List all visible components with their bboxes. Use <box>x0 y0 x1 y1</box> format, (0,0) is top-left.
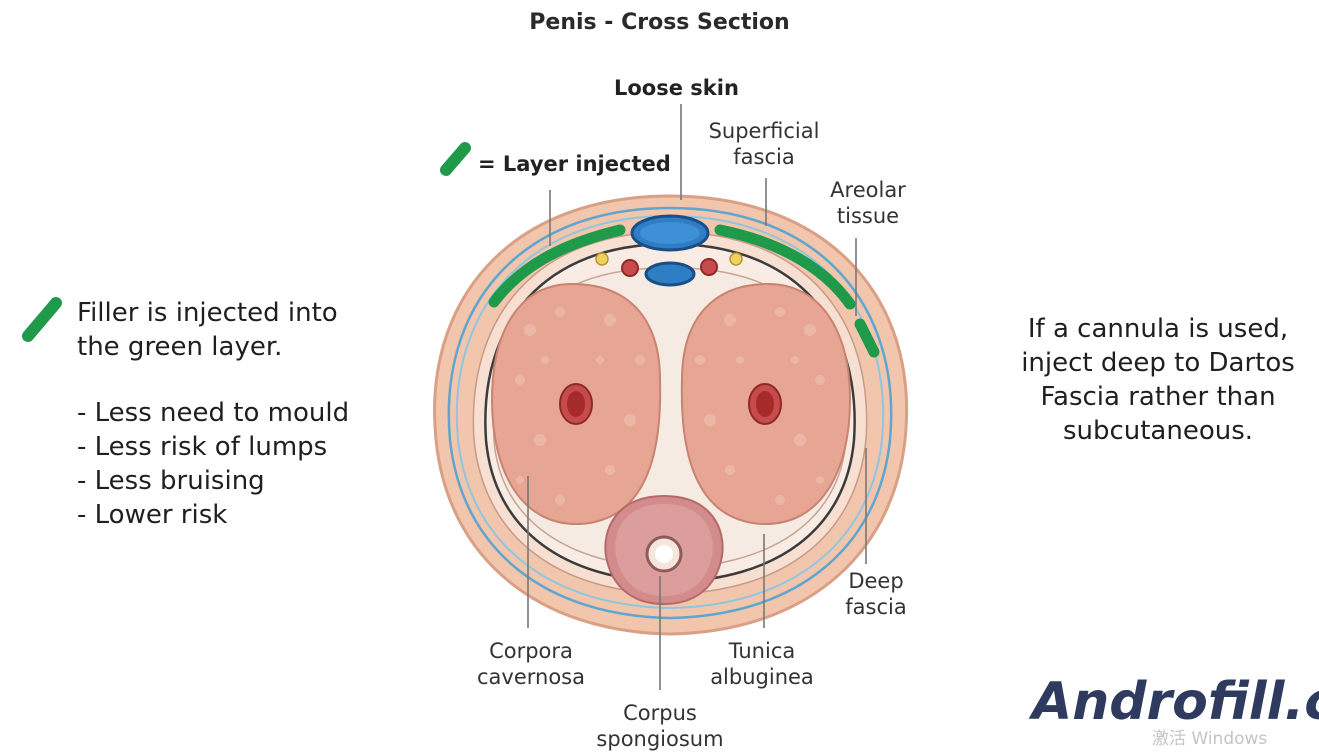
label-loose-skin: Loose skin <box>614 76 739 100</box>
dorsal-artery-left <box>621 259 639 277</box>
label-superficial-fascia-line2: fascia <box>733 145 795 169</box>
right-line2: inject deep to Dartos <box>1021 348 1295 378</box>
label-tunica-line1: Tunica <box>728 639 796 663</box>
label-corpus-spongiosum: Corpus spongiosum <box>588 700 732 752</box>
label-tunica-albuginea: Tunica albuginea <box>704 638 820 690</box>
bullet-item: - Less need to mould <box>77 398 350 428</box>
label-areolar-tissue: Areolar tissue <box>820 177 916 229</box>
dorsal-artery-right <box>700 258 718 276</box>
label-corpora-cavernosa: Corpora cavernosa <box>476 638 586 690</box>
left-line1: Filler is injected into <box>77 298 338 328</box>
label-deep-fascia-line1: Deep <box>848 569 904 593</box>
label-deep-fascia: Deep fascia <box>834 568 918 620</box>
androfill-logo: Androfill.co <box>1032 672 1319 732</box>
bullet-item: - Less risk of lumps <box>77 432 328 462</box>
label-deep-fascia-line2: fascia <box>845 595 907 619</box>
right-line4: subcutaneous. <box>1062 416 1254 446</box>
fascia-line-outer <box>447 206 893 620</box>
label-corpora-line1: Corpora <box>489 639 573 663</box>
label-areolar-line2: tissue <box>836 204 900 228</box>
deep-dorsal-vein <box>644 261 696 287</box>
left-line2: the green layer. <box>77 332 283 362</box>
page-title: Penis - Cross Section <box>529 10 790 35</box>
dorsal-nerve-right <box>729 252 743 266</box>
green-layer-right-lower <box>854 318 880 358</box>
label-corpora-line2: cavernosa <box>477 665 585 689</box>
label-tunica-line2: albuginea <box>710 665 814 689</box>
legend-green-mark <box>440 142 471 176</box>
green-layer-left <box>488 224 626 308</box>
right-line1: If a cannula is used, <box>1027 314 1289 344</box>
bullet-item: - Lower risk <box>77 500 228 530</box>
left-panel: Filler is injected into the green layer.… <box>77 296 349 532</box>
right-panel: If a cannula is used, inject deep to Dar… <box>1000 312 1316 448</box>
dorsal-nerve-left <box>595 252 609 266</box>
legend-label: = Layer injected <box>478 152 671 176</box>
left-green-mark <box>22 297 62 342</box>
label-superficial-fascia: Superficial fascia <box>696 118 832 170</box>
label-superficial-fascia-line1: Superficial <box>708 119 820 143</box>
green-layer-right <box>714 224 856 310</box>
right-line3: Fascia rather than <box>1040 382 1276 412</box>
label-spongiosum-line2: spongiosum <box>596 727 724 751</box>
windows-watermark: 激活 Windows <box>1152 729 1268 749</box>
label-areolar-line1: Areolar <box>830 178 906 202</box>
bullet-item: - Less bruising <box>77 466 265 496</box>
label-spongiosum-line1: Corpus <box>623 701 697 725</box>
